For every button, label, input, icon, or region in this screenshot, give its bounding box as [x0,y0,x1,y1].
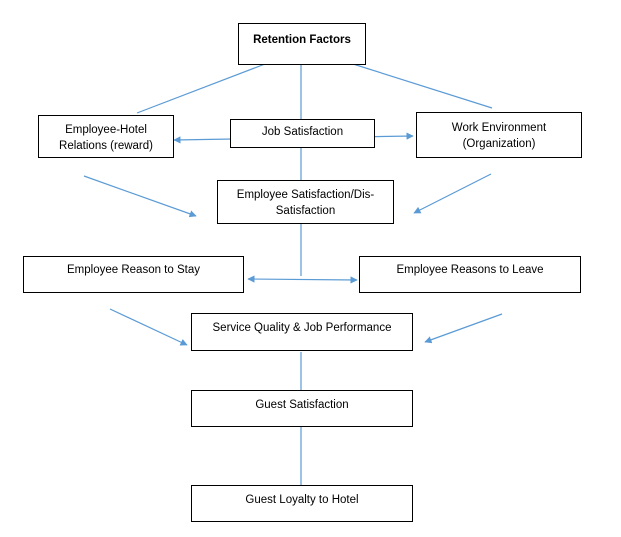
employee-hotel-relations-label-line1: Employee-Hotel [65,124,147,136]
employee-satisfaction-label-line1: Employee Satisfaction/Dis- [236,189,375,201]
employee-hotel-relations-box: Employee-Hotel Relations (reward) [38,115,174,158]
work-environment-label-line1: Work Environment [451,122,547,134]
employee-hotel-relations-label-line2: Relations (reward) [59,140,153,152]
connector-stay-leave [247,275,358,284]
guest-satisfaction-label: Guest Satisfaction [255,399,349,411]
job-satisfaction-label: Job Satisfaction [261,126,344,138]
service-quality-label: Service Quality & Job Performance [212,322,392,334]
employee-reason-to-stay-box: Employee Reason to Stay [23,256,244,293]
work-environment-label-line2: (Organization) [462,138,536,150]
job-satisfaction-box: Job Satisfaction [230,119,375,148]
retention-factors-box: Retention Factors [238,23,366,65]
employee-reasons-to-leave-box: Employee Reasons to Leave [359,256,581,293]
guest-loyalty-label: Guest Loyalty to Hotel [245,494,359,506]
connector-retention-to-relations [136,63,266,114]
service-quality-box: Service Quality & Job Performance [191,313,413,351]
retention-factors-label: Retention Factors [253,34,351,46]
guest-loyalty-box: Guest Loyalty to Hotel [191,485,413,522]
employee-satisfaction-label-line2: Satisfaction [275,205,336,217]
arrow-relations-to-employee-satisfaction [83,175,197,218]
arrow-leave-to-service-quality [424,313,503,344]
employee-satisfaction-box: Employee Satisfaction/Dis- Satisfaction [217,180,394,224]
employee-reasons-to-leave-label: Employee Reasons to Leave [396,264,544,276]
guest-satisfaction-box: Guest Satisfaction [191,390,413,427]
arrow-stay-to-service-quality [109,308,188,346]
employee-reason-to-stay-label: Employee Reason to Stay [67,264,200,276]
arrow-work-environment-to-employee-satisfaction [413,173,492,214]
work-environment-box: Work Environment (Organization) [416,112,582,158]
connector-retention-to-work-environment [352,63,493,109]
